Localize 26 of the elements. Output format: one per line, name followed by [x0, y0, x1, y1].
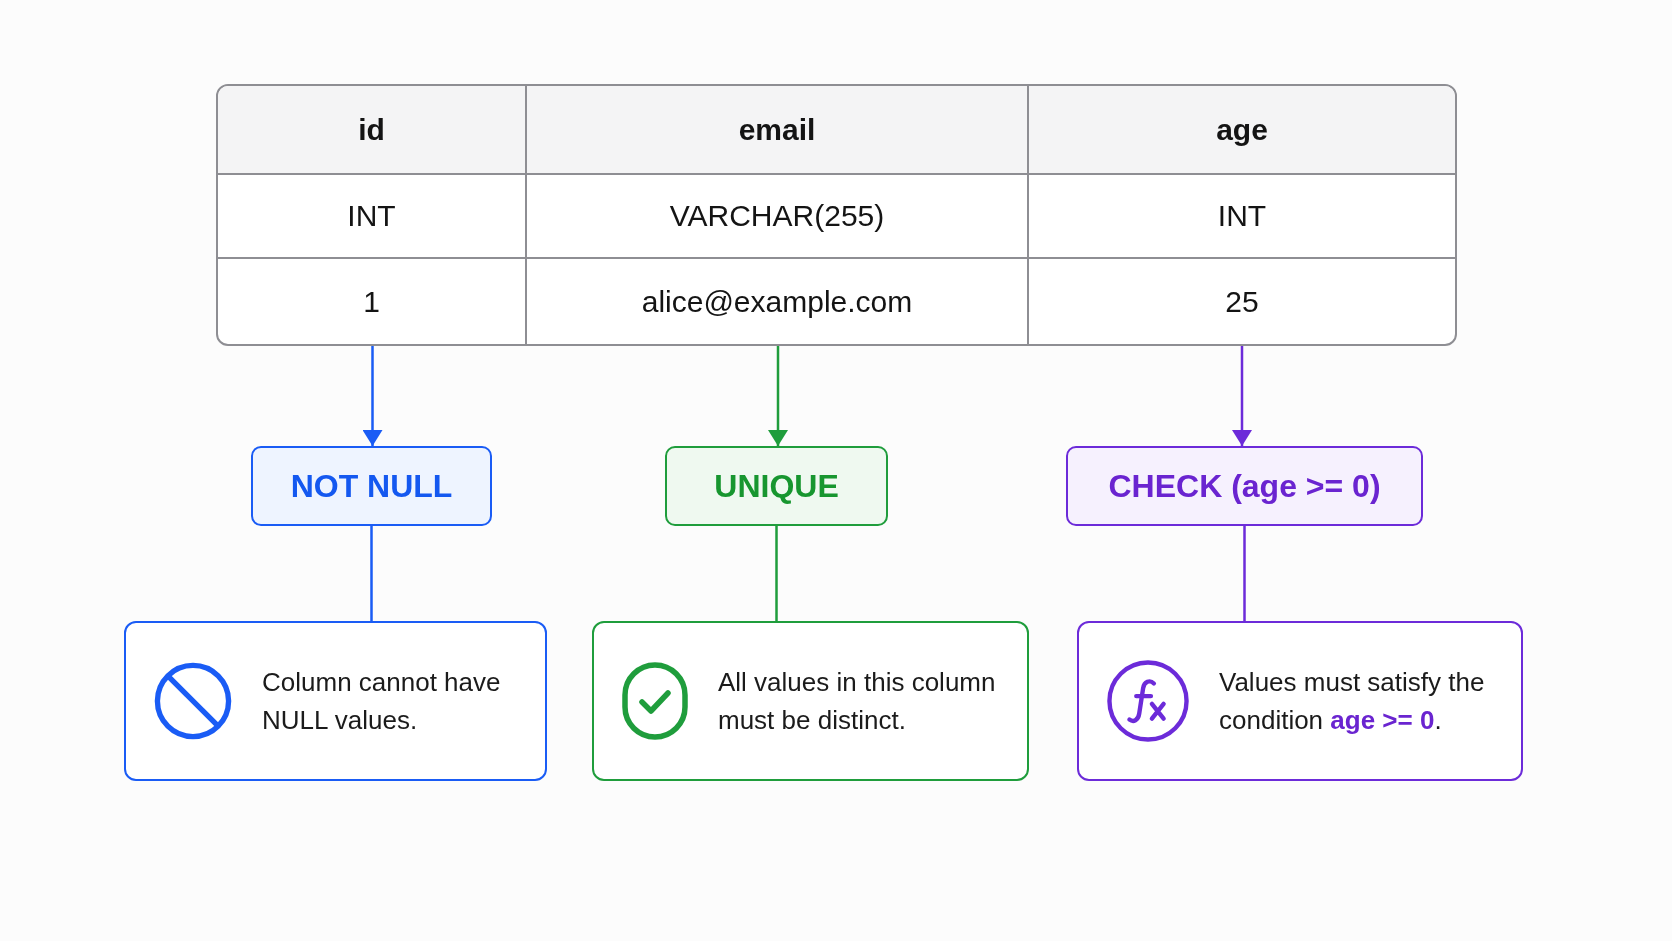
arrow	[362, 344, 383, 446]
table-column	[527, 86, 1029, 344]
description-card	[592, 621, 1029, 781]
sample-value: 25	[1224, 283, 1260, 320]
description-card	[1077, 621, 1523, 781]
arrow	[1232, 344, 1252, 446]
data-type: INT	[218, 175, 525, 259]
column-header: email	[527, 86, 1027, 175]
connector-line	[775, 526, 778, 621]
column-header: age	[1029, 86, 1455, 175]
sample-value: alice@example.com	[640, 283, 914, 320]
sample-value: 1	[362, 283, 381, 320]
description-text: Values must satisfy the condition age >= 0.	[1219, 666, 1486, 737]
constraint-tag: CHECK (age >= 0)	[1066, 446, 1423, 526]
data-type: INT	[1029, 175, 1455, 259]
constraint-tag: UNIQUE	[665, 446, 888, 526]
data-type: VARCHAR(255)	[527, 175, 1027, 259]
connector-line	[370, 526, 373, 621]
description-card	[124, 621, 547, 781]
connector-line	[1243, 526, 1246, 621]
arrow	[768, 344, 788, 446]
table-column	[218, 86, 527, 344]
column-header: id	[218, 86, 525, 175]
constraint-tag: NOT NULL	[251, 446, 492, 526]
description-text: All values in this column must be distinct.	[718, 666, 997, 737]
description-text: Column cannot have NULL values.	[262, 666, 502, 737]
